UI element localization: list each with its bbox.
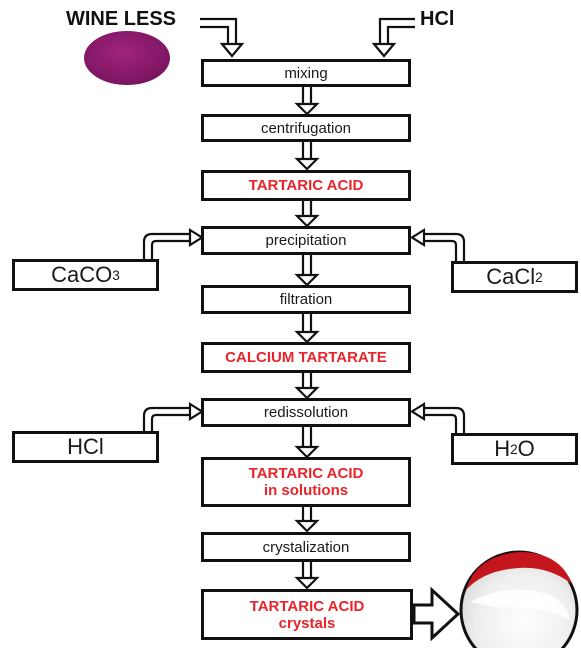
arrow-wine-to-mixing <box>200 17 245 58</box>
arrow-hcl-to-mixing <box>371 17 415 58</box>
down-arrow <box>294 141 320 171</box>
arrow-cacl2-to-precipitation <box>409 228 466 262</box>
reagent-formula: CaCl <box>486 264 536 289</box>
step-precipitation: precipitation <box>201 226 411 255</box>
product-line: TARTARIC ACID <box>249 597 365 615</box>
down-arrow <box>294 372 320 400</box>
product-line: TARTARIC ACID <box>248 465 364 482</box>
tartaric-crystals-photo <box>459 550 579 648</box>
reagent-subscript: 3 <box>112 267 120 283</box>
down-arrow <box>294 561 320 590</box>
product-line: in solutions <box>263 482 349 499</box>
step-mixing: mixing <box>201 59 411 87</box>
down-arrow <box>294 200 320 228</box>
input-wine-less: WINE LESS <box>66 8 177 30</box>
arrow-to-crystals <box>412 586 461 642</box>
down-arrow <box>294 313 320 344</box>
product-tartaric-acid-crystals: TARTARIC ACID crystals <box>201 589 413 640</box>
reagent-subscript: 2 <box>535 269 543 285</box>
step-filtration: filtration <box>201 285 411 314</box>
down-arrow <box>294 506 320 533</box>
arrow-hcl-to-redissolution <box>142 402 205 432</box>
step-crystalization: crystalization <box>201 532 411 562</box>
reagent-formula-rest: O <box>517 436 535 461</box>
step-centrifugation: centrifugation <box>201 114 411 142</box>
down-arrow <box>294 86 320 116</box>
wine-lees-dot <box>84 31 170 85</box>
product-tartaric-acid: TARTARIC ACID <box>201 170 411 201</box>
product-tartaric-acid-solution: TARTARIC ACID in solutions <box>201 457 411 507</box>
product-calcium-tartarate: CALCIUM TARTARATE <box>201 342 411 373</box>
reagent-hcl: HCl <box>12 431 159 463</box>
reagent-subscript: 2 <box>510 441 518 457</box>
reagent-formula: H <box>494 436 511 461</box>
input-hcl-top: HCl <box>420 8 455 30</box>
arrow-h2o-to-redissolution <box>409 402 466 434</box>
product-line: crystals <box>278 614 336 632</box>
step-redissolution: redissolution <box>201 398 411 427</box>
arrow-caco3-to-precipitation <box>142 228 205 260</box>
reagent-formula: CaCO <box>51 262 113 287</box>
down-arrows <box>294 86 320 590</box>
down-arrow <box>294 426 320 459</box>
down-arrow <box>294 254 320 287</box>
